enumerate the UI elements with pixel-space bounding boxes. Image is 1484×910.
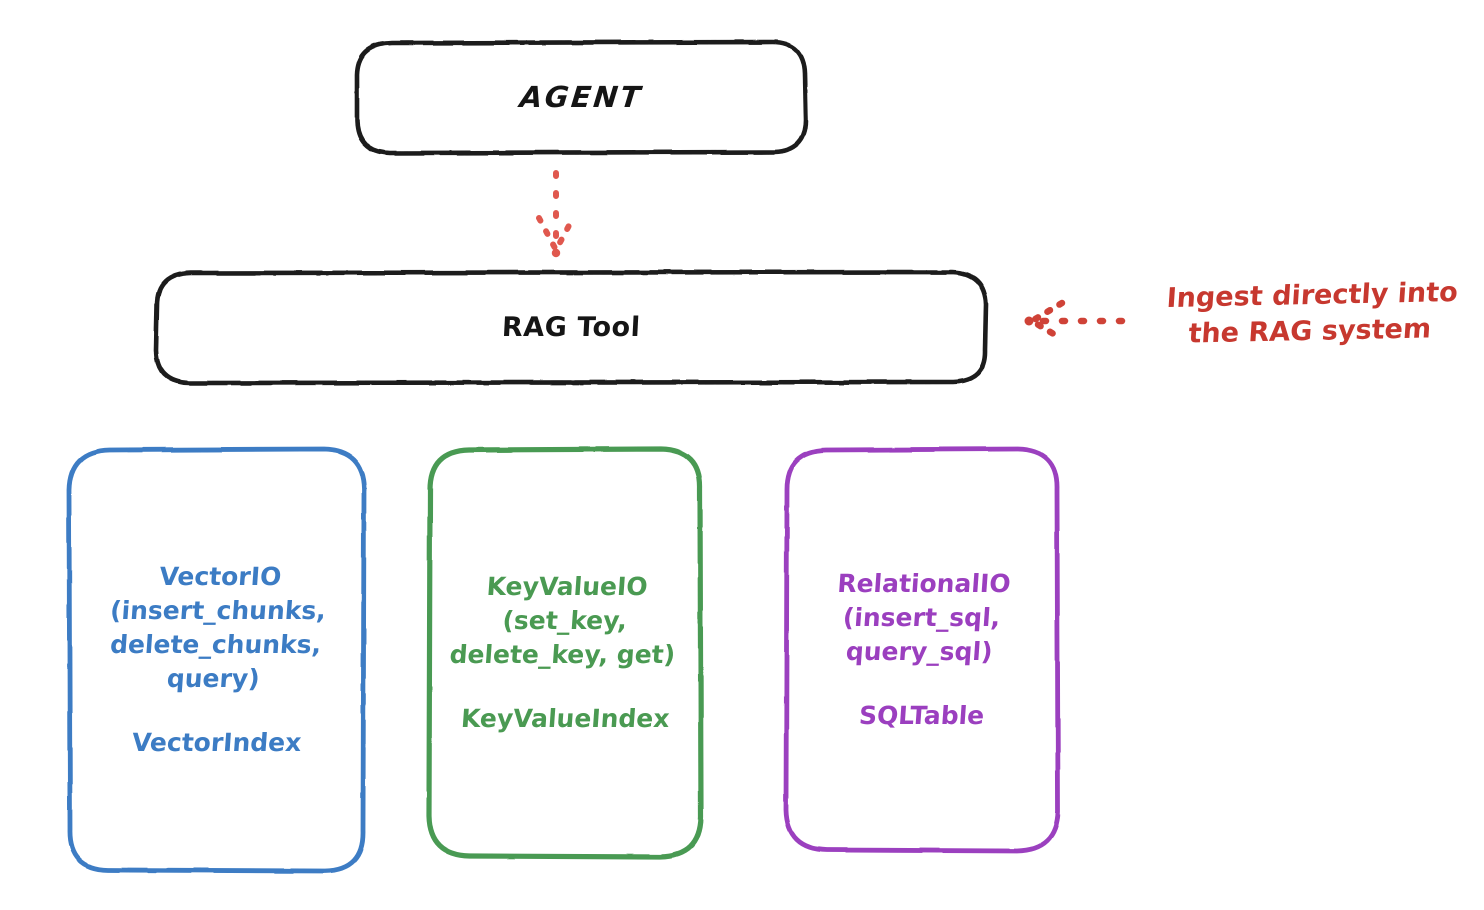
- key-value-io-box-outline: [426, 446, 704, 860]
- relational-io-node[interactable]: RelationalIO (insert_sql, query_sql) SQL…: [786, 449, 1058, 851]
- ingest-annotation-text: Ingest directly into the RAG system: [1165, 276, 1459, 350]
- sql-table-label: SQLTable: [858, 701, 986, 730]
- rag-tool-box-outline: [153, 269, 989, 386]
- key-value-index-label: KeyValueIndex: [459, 704, 671, 733]
- vector-index-label: VectorIndex: [130, 728, 303, 757]
- key-value-io-node[interactable]: KeyValueIO (set_key, delete_key, get) Ke…: [429, 449, 701, 857]
- agent-label: AGENT: [518, 80, 645, 114]
- ingest-arrow: [1024, 299, 1131, 343]
- relational-io-box-outline: [783, 446, 1061, 854]
- vector-io-api-label: VectorIO (insert_chunks, delete_chunks, …: [108, 562, 327, 693]
- rag-tool-label: RAG Tool: [500, 311, 642, 343]
- key-value-io-api-label: KeyValueIO (set_key, delete_key, get): [448, 572, 677, 669]
- relational-io-api-label: RelationalIO (insert_sql, query_sql): [836, 569, 1012, 666]
- agent-node[interactable]: AGENT: [357, 41, 806, 153]
- agent-to-rag-arrow: [536, 170, 576, 258]
- agent-box-outline: [354, 39, 809, 156]
- rag-tool-node[interactable]: RAG Tool: [156, 271, 986, 383]
- vector-io-box-outline: [66, 446, 367, 874]
- vector-io-node[interactable]: VectorIO (insert_chunks, delete_chunks, …: [69, 449, 364, 871]
